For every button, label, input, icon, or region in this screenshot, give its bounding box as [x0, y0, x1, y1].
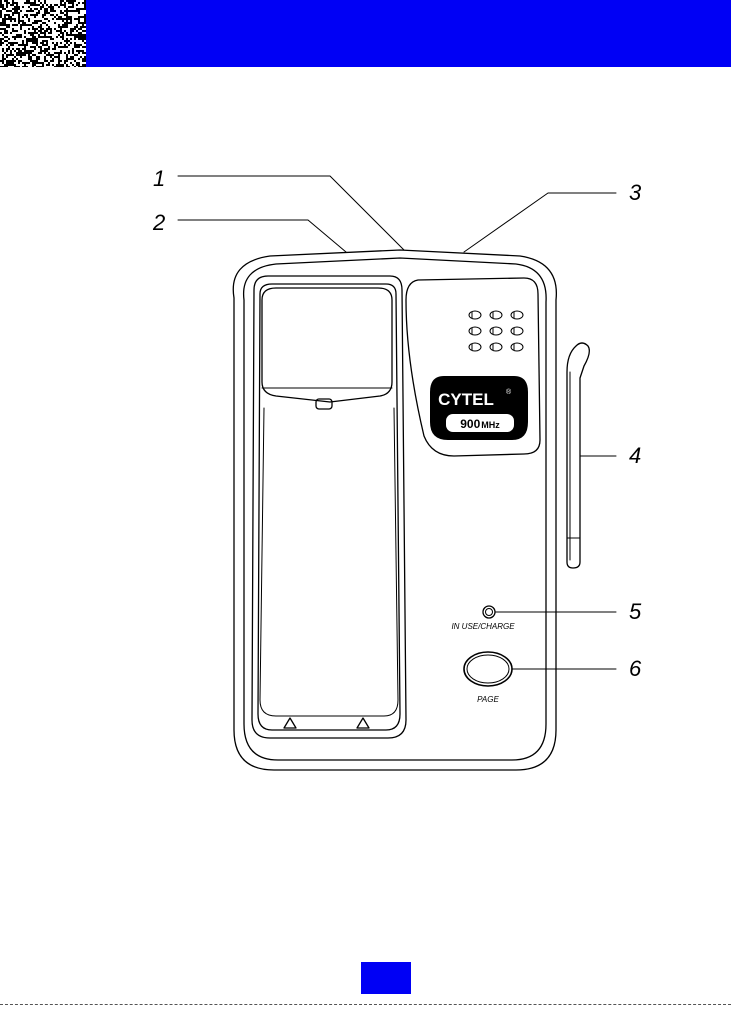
- callout-number-4: 4: [629, 443, 641, 468]
- indicator-label: IN USE/CHARGE: [451, 622, 515, 631]
- charging-contact-left: [284, 718, 296, 728]
- callout-number-1: 1: [153, 166, 165, 191]
- page-button-label: PAGE: [477, 695, 499, 704]
- base-outer-body: [233, 250, 556, 770]
- charging-contact-right: [357, 718, 369, 728]
- callout-number-3: 3: [629, 180, 642, 205]
- callout-leader-1: [178, 176, 404, 250]
- callout-leader-3: [464, 193, 616, 252]
- page-button[interactable]: [464, 652, 512, 686]
- brand-name: CYTEL: [438, 390, 494, 409]
- speaker-grille: [469, 311, 523, 351]
- callout-number-5: 5: [629, 599, 642, 624]
- in-use-charge-indicator: [483, 606, 495, 618]
- callout-leader-2: [178, 220, 346, 252]
- handset-cradle: [252, 276, 406, 738]
- trademark-mark: ®: [506, 388, 512, 396]
- bottom-rule: [0, 1004, 731, 1005]
- callout-number-2: 2: [152, 210, 165, 235]
- earpiece-pocket: [262, 288, 392, 402]
- band-label: 900MHz: [460, 417, 500, 431]
- callout-number-6: 6: [629, 656, 642, 681]
- handset-cradle-inner: [258, 284, 400, 730]
- band-unit: MHz: [481, 420, 500, 430]
- band-value: 900: [460, 417, 480, 431]
- page-number-badge: [361, 962, 411, 994]
